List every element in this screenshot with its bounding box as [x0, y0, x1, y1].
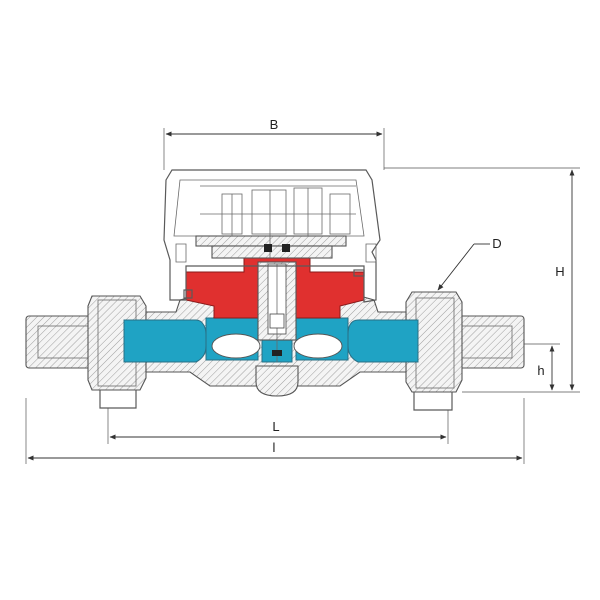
dimension-l-lower: l — [25, 398, 525, 464]
central-spindle — [257, 261, 297, 362]
leader-d: D — [437, 236, 502, 291]
dimension-b: B — [163, 117, 385, 170]
dimension-l-upper: L — [107, 408, 449, 444]
label-l-lower: l — [273, 440, 276, 455]
dimension-small-h: h — [524, 343, 560, 391]
register-head — [163, 169, 381, 303]
right-union-nut — [405, 291, 463, 411]
label-h-lower: h — [537, 363, 544, 378]
drain-boss — [255, 365, 299, 397]
label-h-upper: H — [555, 264, 564, 279]
label-b: B — [270, 117, 279, 132]
label-l-upper: L — [272, 419, 279, 434]
dimension-h: H — [384, 167, 580, 393]
label-d: D — [492, 236, 501, 251]
